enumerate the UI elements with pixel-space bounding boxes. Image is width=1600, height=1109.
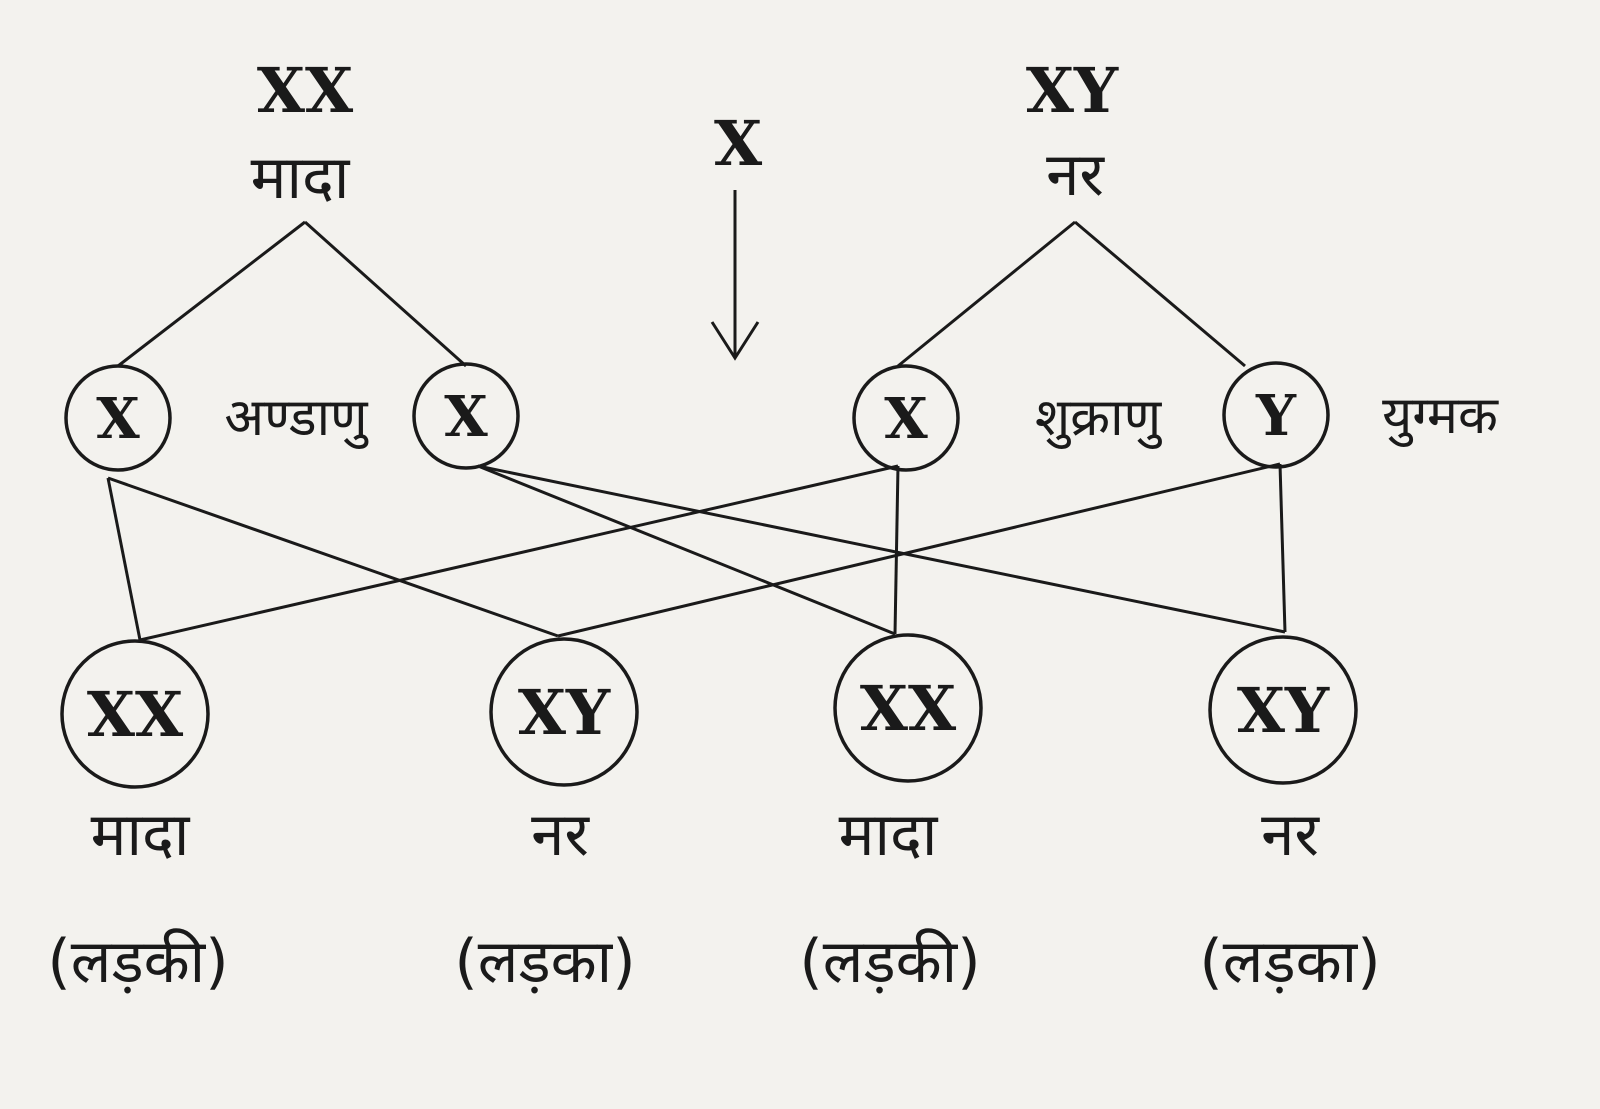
sperm-label: शुक्राणु	[1035, 388, 1163, 449]
offspring-3-sex: मादा	[839, 800, 939, 870]
egg-label: अण्डाणु	[224, 388, 369, 449]
offspring-4-sex: नर	[1261, 800, 1320, 870]
meiosis-lines	[117, 220, 1246, 368]
offspring-4-child: (लड़का)	[1199, 927, 1380, 997]
sperm-gamete-y: Y	[1222, 361, 1330, 469]
offspring-2-child: (लड़का)	[454, 927, 635, 997]
offspring-1-child: (लड़की)	[47, 927, 228, 997]
egg-gamete-1-label: X	[96, 386, 140, 452]
offspring-3: XX	[833, 633, 983, 783]
offspring-1-sex: मादा	[91, 800, 191, 870]
egg-gamete-1: X	[64, 364, 172, 472]
sperm-gamete-x: X	[852, 364, 960, 472]
offspring-1: XX	[60, 639, 210, 789]
egg-gamete-2: X	[412, 362, 520, 470]
fertilization-lines	[106, 462, 1287, 642]
egg-gamete-2-label: X	[444, 384, 488, 450]
offspring-2: XY	[489, 637, 639, 787]
offspring-4: XY	[1208, 635, 1358, 785]
offspring-3-child: (लड़की)	[799, 927, 980, 997]
male-parent-genotype: XY	[1026, 54, 1119, 127]
sperm-gamete-x-label: X	[884, 386, 928, 452]
offspring-2-sex: नर	[531, 800, 590, 870]
cross-symbol: X	[714, 107, 763, 180]
sperm-gamete-y-label: Y	[1255, 383, 1297, 449]
zygote-label: युग्मक	[1382, 386, 1499, 447]
male-parent-label: नर	[1046, 140, 1105, 210]
offspring-4-genotype: XY	[1237, 674, 1330, 747]
down-arrow-icon	[710, 190, 760, 361]
offspring-1-genotype: XX	[87, 678, 184, 751]
offspring-3-genotype: XX	[860, 672, 957, 745]
offspring-2-genotype: XY	[518, 676, 611, 749]
female-parent-genotype: XX	[257, 54, 354, 127]
female-parent-label: मादा	[251, 143, 351, 213]
